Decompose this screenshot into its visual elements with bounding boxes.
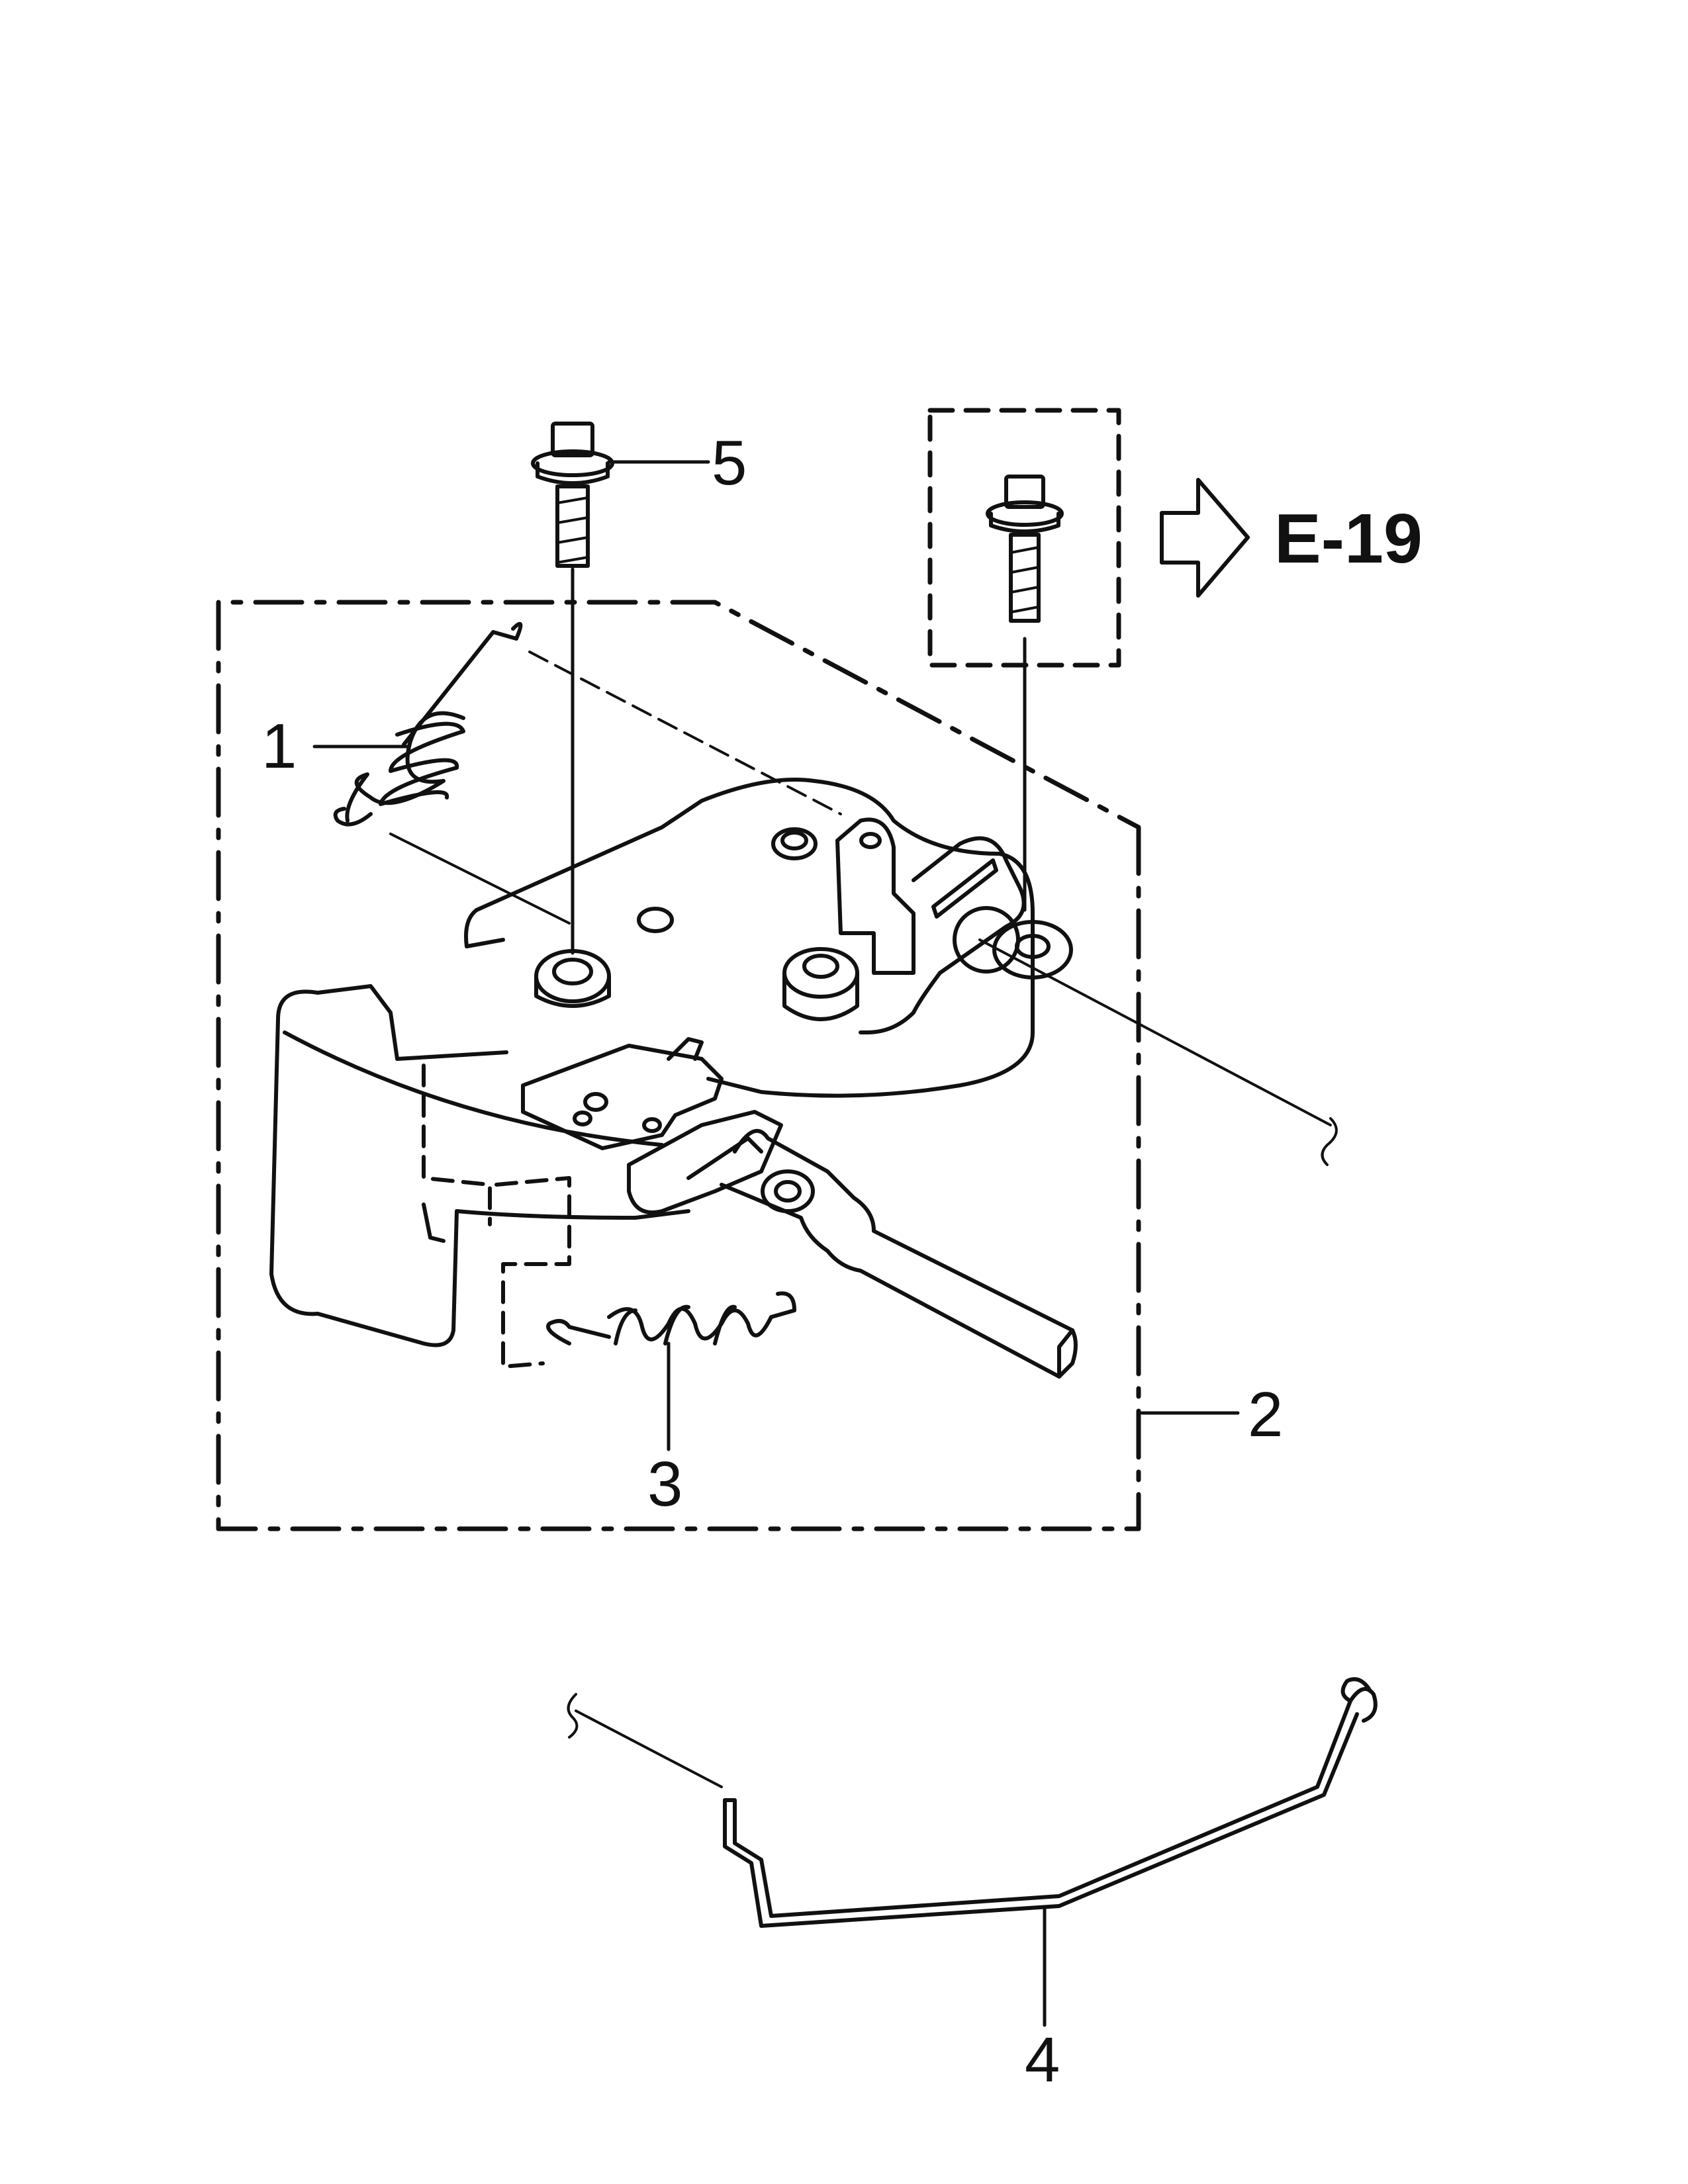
break-mark-1 [1321, 1117, 1338, 1166]
control-cover [269, 984, 690, 1347]
callout-4: 4 [1025, 2025, 1060, 2095]
spring-1 [333, 621, 523, 827]
callout-5: 5 [712, 428, 747, 498]
break-mark-2 [567, 1693, 579, 1739]
bolt-5 [531, 422, 614, 568]
arrow-right-outline-icon [1160, 478, 1250, 598]
callout-2: 2 [1248, 1379, 1283, 1450]
governor-rod-4 [723, 1677, 1378, 1928]
assembly-boundary [216, 600, 1141, 1531]
callout-1: 1 [261, 711, 297, 782]
inner-dashed-1 [422, 1064, 492, 1226]
shaft-guide [978, 938, 1332, 1126]
spring-1-guide-top [528, 651, 842, 815]
rod-4-guide [575, 1709, 723, 1788]
reference-bolt [986, 475, 1064, 623]
inner-dashed-2 [494, 1176, 571, 1369]
spring-3 [546, 1291, 796, 1345]
callout-3: 3 [647, 1449, 682, 1520]
reference-label: E-19 [1274, 500, 1423, 578]
governor-plate [464, 778, 1073, 1098]
spring-1-guide [389, 833, 571, 925]
